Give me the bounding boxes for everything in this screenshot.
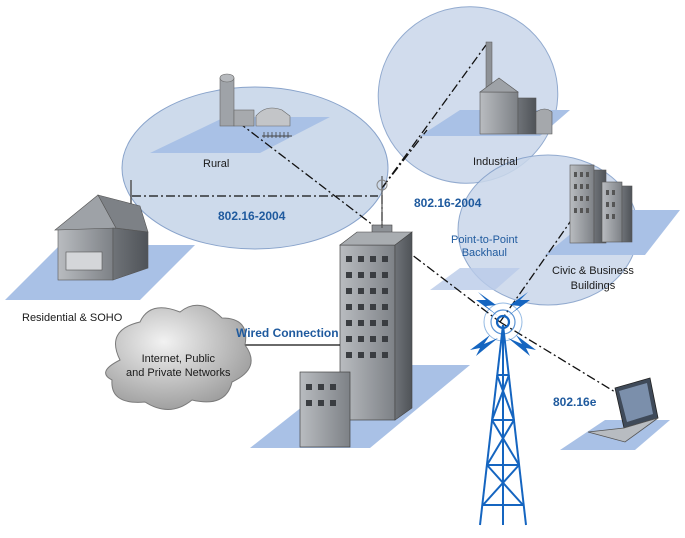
mobile-label: 802.16e — [553, 395, 597, 409]
backhaul-label-line2: Backhaul — [461, 247, 507, 259]
wired-connection-label: Wired Connection — [236, 326, 339, 340]
industrial-label: Industrial — [473, 156, 518, 168]
backhaul-label-line1: Point-to-Point — [451, 234, 518, 246]
radio-tower-icon — [479, 302, 527, 526]
rural-farm-icon — [219, 73, 292, 138]
ground-cell-base — [430, 268, 520, 290]
civic-label: Civic & Business Buildings — [552, 264, 634, 294]
coverage-cell-rural — [121, 86, 389, 250]
tower-signal-bolts-icon — [470, 292, 536, 356]
residential-label: Residential & SOHO — [22, 312, 123, 324]
residential-house-icon — [54, 180, 149, 281]
civic-label-line2: Buildings — [570, 280, 616, 292]
industrial-factory-icon — [479, 41, 553, 135]
internet-label: Internet, Public and Private Networks — [126, 352, 231, 380]
link-label-right: 802.16-2004 — [414, 196, 482, 210]
internet-label-line1: Internet, Public — [141, 353, 215, 365]
internet-cloud-icon — [105, 304, 252, 410]
laptop-icon — [587, 377, 659, 443]
civic-buildings-icon — [569, 164, 633, 244]
civic-label-line1: Civic & Business — [552, 265, 634, 277]
internet-label-line2: and Private Networks — [126, 367, 231, 379]
rural-label: Rural — [203, 158, 230, 170]
central-office-building-icon — [299, 176, 413, 448]
backhaul-label: Point-to-Point Backhaul — [451, 234, 518, 260]
link-label-left: 802.16-2004 — [218, 209, 286, 223]
